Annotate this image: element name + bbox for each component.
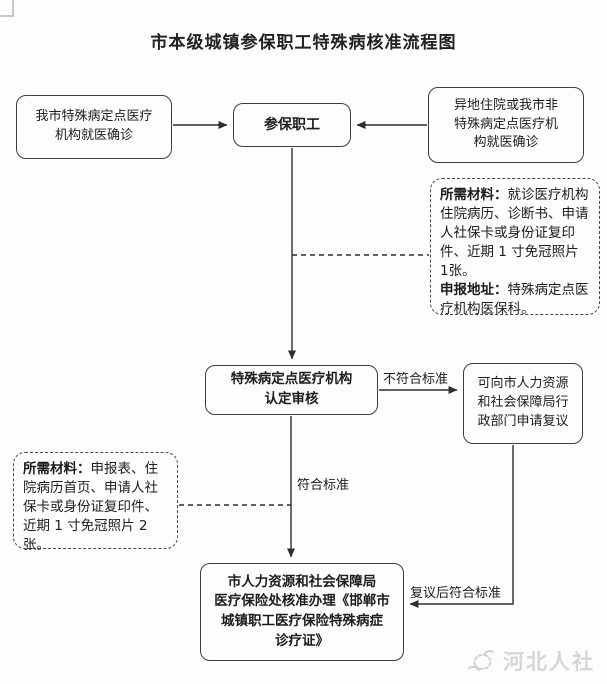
node-final-approval: 市人力资源和社会保障局 医疗保险处核准办理《邯郸市 城镇职工医疗保险特殊病症 诊…	[200, 563, 404, 661]
page-title: 市本级城镇参保职工特殊病核准流程图	[150, 33, 457, 53]
watermark: 河北人社	[466, 646, 595, 676]
note-required-materials-left: 所需材料：申报表、住院病历首页、申请人社保卡或身份证复印件、近期 1 寸免冠照片…	[13, 452, 178, 553]
edge-label-qualified: 符合标准	[297, 478, 350, 493]
node-confirm-local-hospital: 我市特殊病定点医疗 机构就医确诊	[16, 95, 172, 159]
note-left-materials-heading: 所需材料：	[23, 461, 91, 477]
node-designated-hospital-review: 特殊病定点医疗机构 认定审核	[205, 365, 378, 415]
edge-appeal-to-final	[409, 445, 514, 608]
note-right-address-heading: 申报地址：	[440, 282, 508, 298]
watermark-text: 河北人社	[503, 650, 595, 674]
note-left-materials-text: 申报表、住院病历首页、申请人社保卡或身份证复印件、近期 1 寸免冠照片 2 张。	[23, 461, 158, 553]
note-required-materials-right: 所需材料：就诊医疗机构住院病历、诊断书、申请人社保卡或身份证复印件、近期 1 寸…	[430, 178, 600, 317]
note-right-materials-text: 就诊医疗机构住院病历、诊断书、申请人社保卡或身份证复印件、近期 1 寸免冠照片 …	[440, 187, 589, 279]
node-confirm-remote-label: 异地住院或我市非 特殊病定点医疗机 构就医确诊	[453, 97, 558, 151]
node-insured-worker: 参保职工	[233, 103, 351, 147]
edge-label-not-qualified: 不符合标准	[383, 372, 449, 387]
hebei-renshe-dove-icon	[468, 650, 494, 671]
node-appeal-reconsideration: 可向市人力资源 和社会保障局行 政部门申请复议	[463, 363, 583, 444]
edge-label-appeal-qualified: 复议后符合标准	[410, 586, 502, 601]
note-right-materials-heading: 所需材料：	[440, 187, 508, 203]
node-confirm-local-label: 我市特殊病定点医疗 机构就医确诊	[35, 109, 153, 143]
node-final-label: 市人力资源和社会保障局 医疗保险处核准办理《邯郸市 城镇职工医疗保险特殊病症 诊…	[214, 573, 390, 649]
note-right-address-text: 特殊病定点医疗机构医保科。	[440, 282, 589, 317]
corner-mark	[0, 0, 14, 17]
node-insured-worker-label: 参保职工	[264, 116, 320, 133]
node-confirm-remote-hospital: 异地住院或我市非 特殊病定点医疗机 构就医确诊	[428, 87, 584, 163]
node-review-label: 特殊病定点医疗机构 认定审核	[230, 371, 353, 407]
node-appeal-label: 可向市人力资源 和社会保障局行 政部门申请复议	[477, 376, 569, 429]
